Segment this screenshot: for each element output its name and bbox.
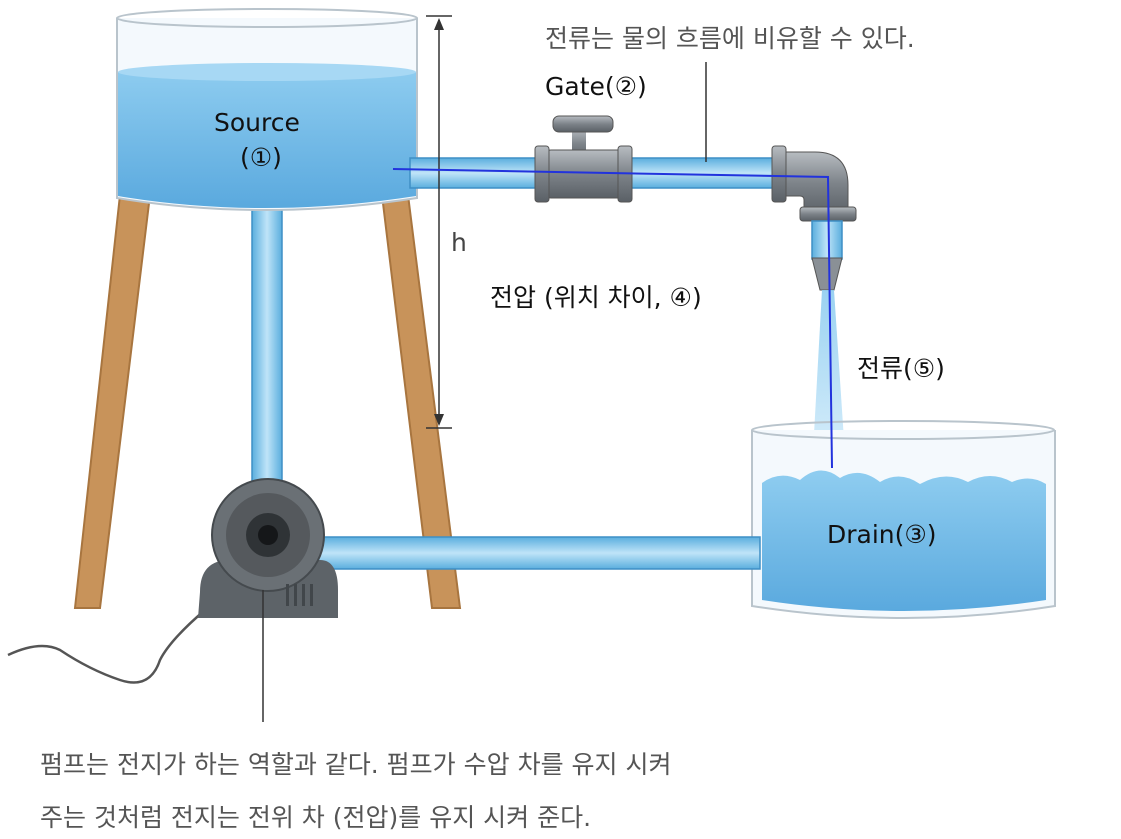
nozzle: [811, 257, 843, 291]
down-pipe: [811, 220, 843, 260]
current-label: 전류(⑤): [857, 354, 945, 383]
pump: [7, 478, 338, 684]
source-tank: [116, 8, 418, 211]
return-pipe-vertical: [251, 204, 283, 506]
pump-caption-line2: 주는 것처럼 전지는 전위 차 (전압)를 유지 시켜 준다.: [40, 803, 592, 832]
drain-label: Drain(③): [827, 520, 937, 549]
current-analogy-caption: 전류는 물의 흐름에 비유할 수 있다.: [545, 24, 915, 53]
height-marker: [426, 15, 452, 429]
gate-label: Gate(②): [545, 72, 647, 101]
height-label: h: [451, 228, 467, 257]
pump-power-cord: [7, 609, 206, 684]
current-path-line: [392, 168, 833, 469]
drain-tank: [751, 420, 1056, 619]
water-stream: [812, 290, 846, 470]
gate-valve: [534, 115, 633, 203]
stand-leg-left: [73, 194, 152, 609]
pump-caption-line1: 펌프는 전지가 하는 역할과 같다. 펌프가 수압 차를 유지 시켜: [40, 750, 672, 779]
drain-water: [762, 470, 1046, 611]
source-number-label: (①): [240, 143, 282, 172]
source-label: Source: [214, 108, 300, 137]
bottom-pipe: [299, 536, 761, 570]
pipe-elbow: [771, 145, 857, 222]
voltage-label: 전압 (위치 차이, ④): [490, 283, 702, 312]
